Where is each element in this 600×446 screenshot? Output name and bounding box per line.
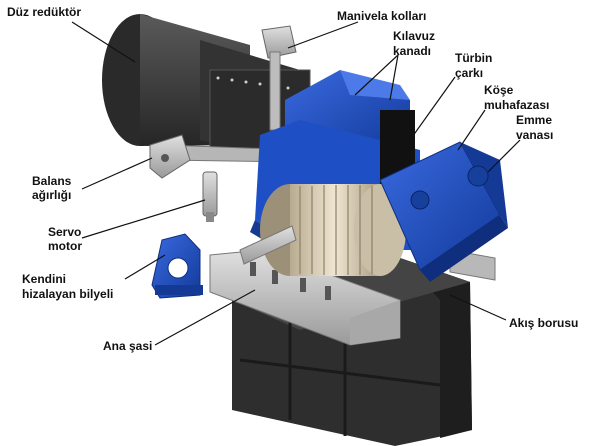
label-akis-borusu: Akış borusu (509, 316, 578, 330)
label-servo-motor-line2: motor (48, 239, 82, 253)
label-manivela-kollari: Manivela kolları (337, 9, 426, 23)
servo-motor (202, 171, 218, 222)
label-ana-sasi: Ana şasi (103, 339, 152, 353)
label-emme-vanasi-line1: Emme (516, 113, 552, 127)
label-kose-muhafazasi-line1: Köşe (484, 83, 514, 97)
self-aligning-bearing (151, 233, 203, 299)
turbine-runner (239, 184, 406, 276)
label-kilavuz-kanadi-line1: Kılavuz (393, 29, 435, 43)
label-kilavuz-kanadi-line2: kanadı (393, 44, 431, 58)
label-turbin-carki-line1: Türbin (455, 51, 492, 65)
label-duz-reduktor: Düz redüktör (7, 5, 81, 19)
balance-weight (149, 134, 191, 179)
label-balans-agirligi-line2: ağırlığı (32, 188, 71, 202)
leader-lines (71, 21, 521, 346)
label-kendini-hizalayan-line2: hizalayan bilyeli (22, 287, 113, 301)
labels: Düz redüktör Manivela kolları Kılavuz ka… (7, 5, 578, 353)
label-turbin-carki-line2: çarkı (455, 66, 483, 80)
suction-valve (410, 165, 489, 210)
label-balans-agirligi-line1: Balans (32, 174, 72, 188)
label-kose-muhafazasi-line2: muhafazası (484, 98, 549, 112)
label-servo-motor-line1: Servo (48, 225, 81, 239)
label-kendini-hizalayan-line1: Kendini (22, 272, 66, 286)
label-emme-vanasi-line2: vanası (516, 128, 553, 142)
